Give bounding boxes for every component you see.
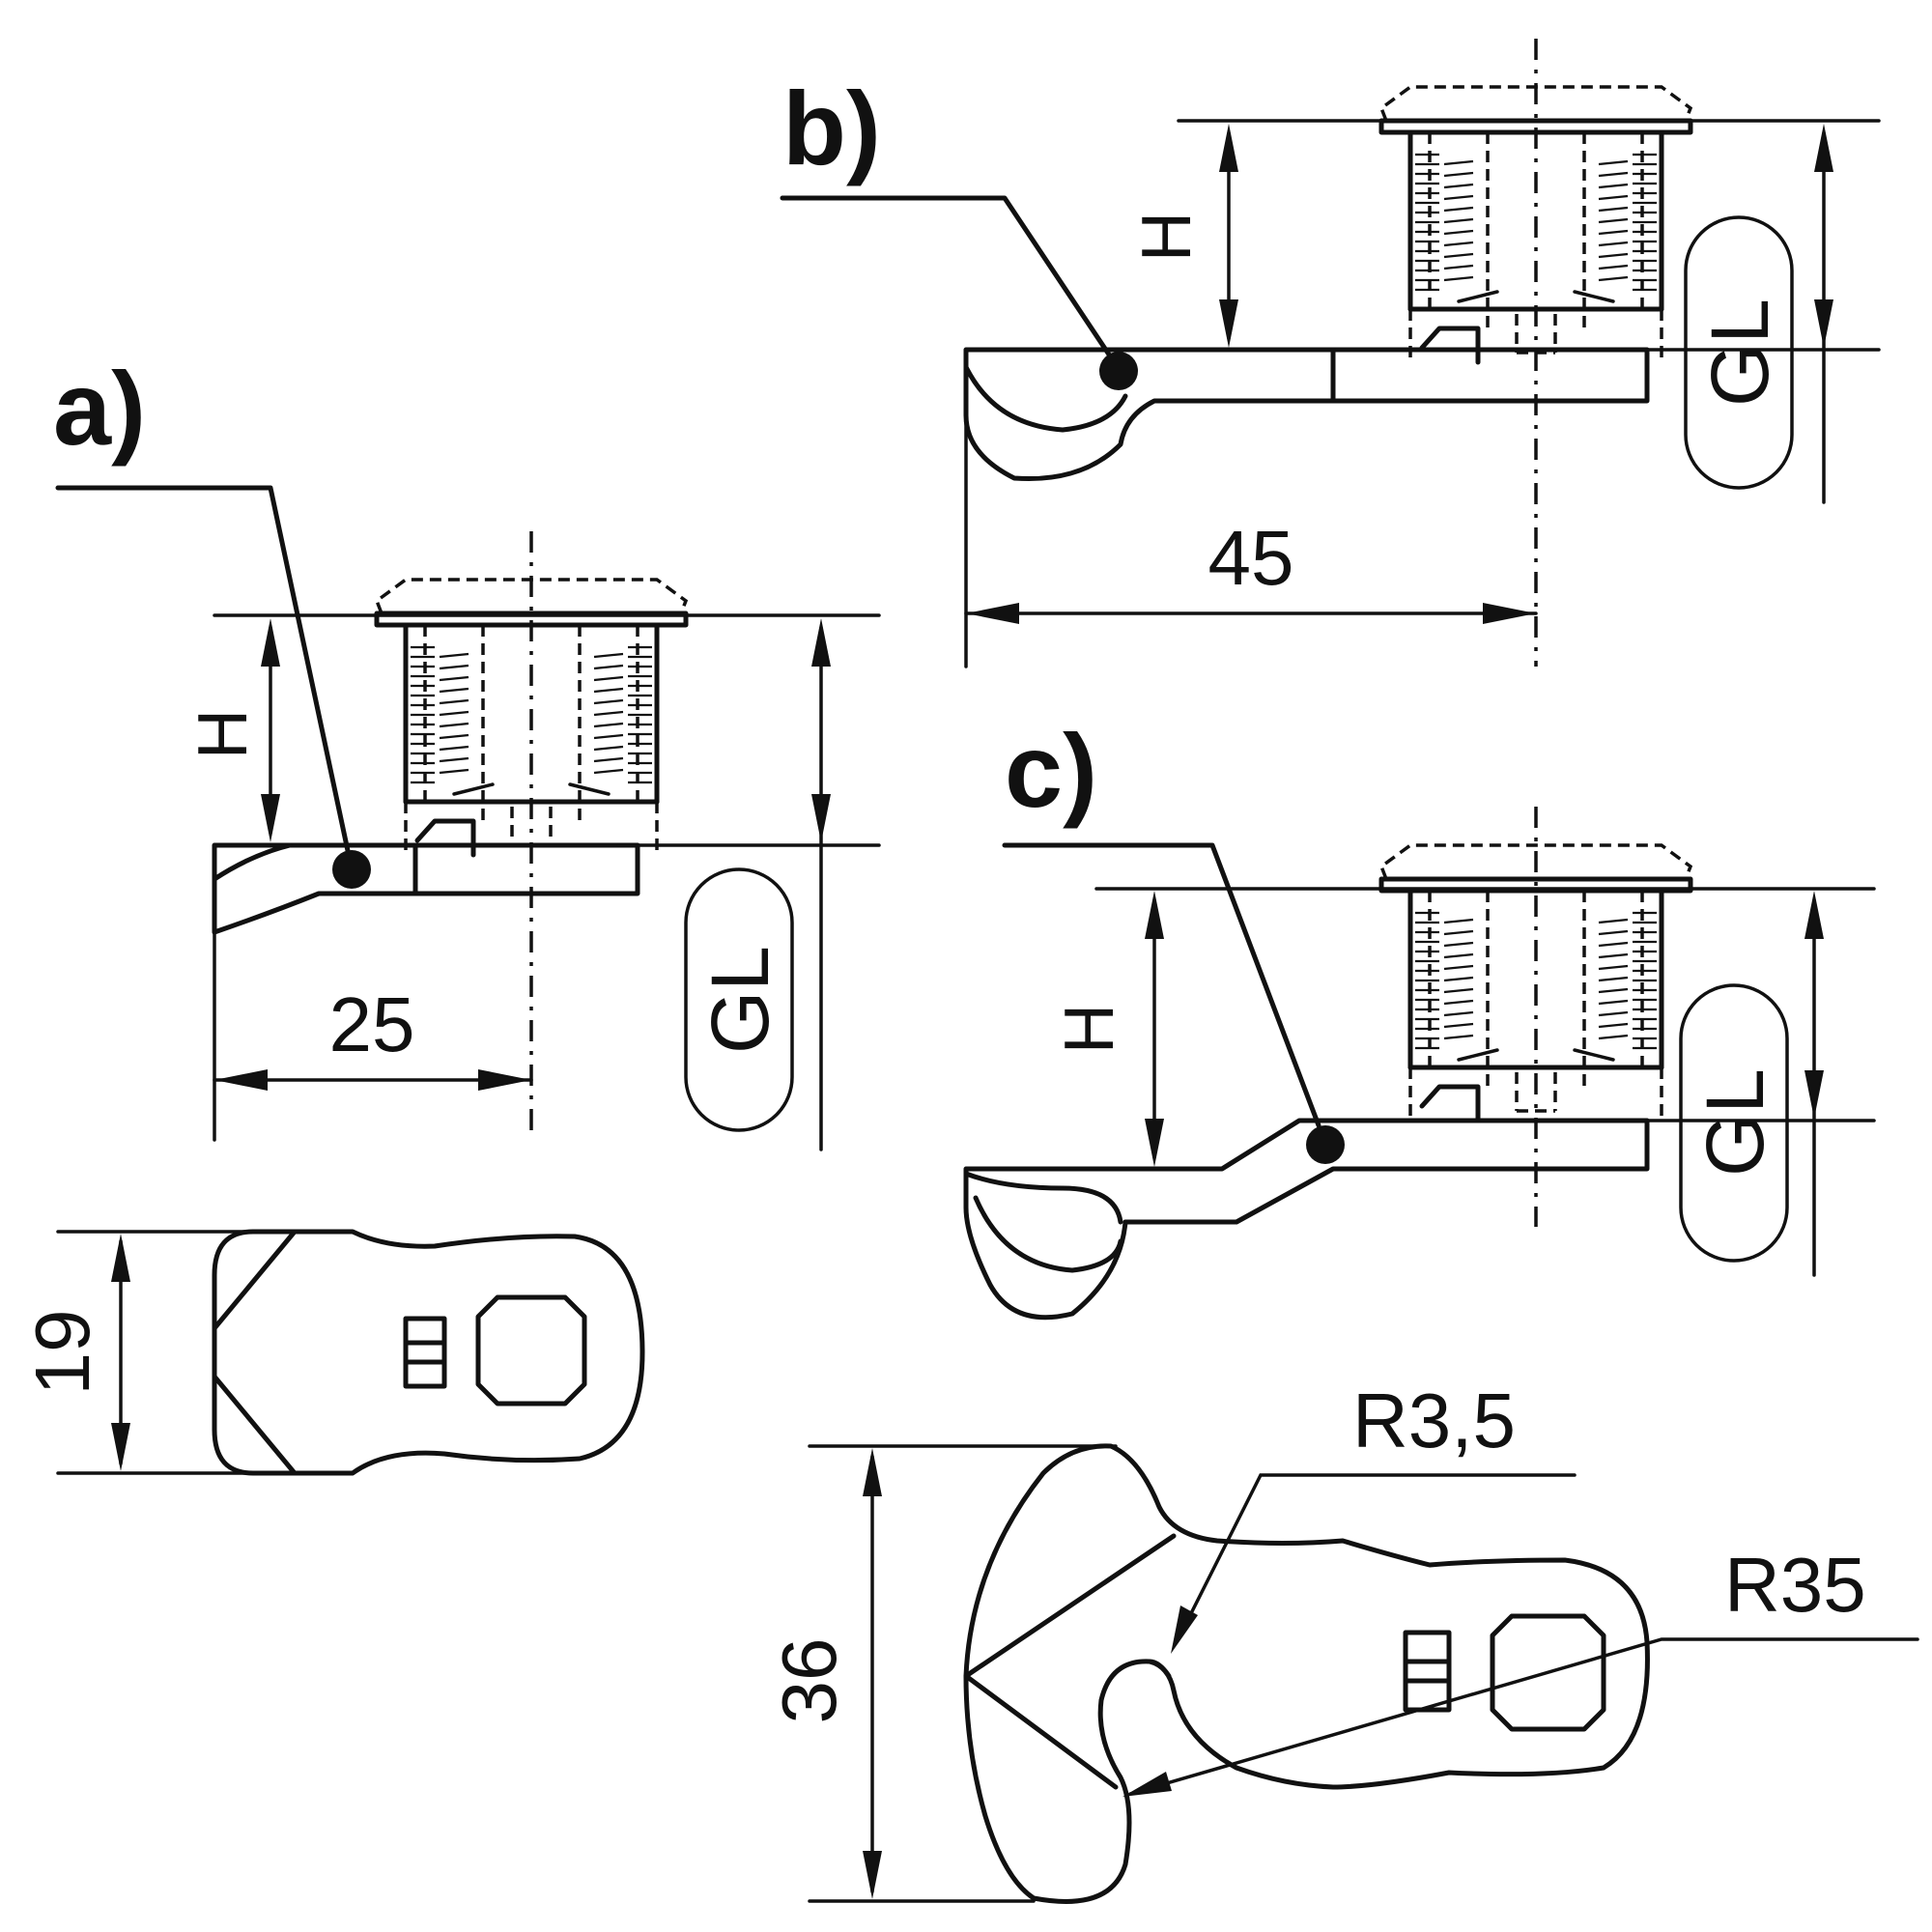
view-a-pivot-dot bbox=[332, 850, 371, 889]
view-b-dim-gl: GL bbox=[1694, 298, 1785, 407]
view-c-cam bbox=[963, 1118, 1650, 1321]
large-square-hole bbox=[1490, 1613, 1606, 1732]
view-c-pivot-dot bbox=[1306, 1125, 1345, 1164]
large-keyway-slot bbox=[1403, 1630, 1452, 1713]
view-c-dim-gl: GL bbox=[1690, 1068, 1780, 1177]
view-c-leader-line bbox=[1002, 842, 1321, 1128]
view-a-gl-frame bbox=[684, 867, 794, 1132]
small-square-hole bbox=[475, 1294, 587, 1406]
view-b-pivot-dot bbox=[1099, 352, 1138, 390]
view-a-cam bbox=[212, 842, 640, 935]
view-c-dim-h: H bbox=[1051, 1004, 1128, 1054]
view-a-label: a) bbox=[53, 350, 146, 467]
view-c: c) H GL bbox=[963, 712, 1876, 1321]
dim-radius-r3-5: R3,5 bbox=[1352, 1378, 1516, 1463]
view-b: b) H GL 45 bbox=[780, 39, 1881, 668]
dim-width-36: 36 bbox=[766, 1638, 852, 1724]
view-a-dim-gl: GL bbox=[695, 946, 785, 1054]
view-b-gl-frame bbox=[1684, 215, 1794, 490]
view-b-leader-line bbox=[780, 195, 1114, 360]
view-c-label: c) bbox=[1005, 712, 1097, 829]
view-a-dim-h: H bbox=[185, 709, 262, 759]
view-a: a) H GL 25 bbox=[53, 350, 881, 1151]
small-keyway-slot bbox=[403, 1316, 447, 1389]
dim-radius-r35: R35 bbox=[1724, 1542, 1866, 1628]
view-b-cam bbox=[963, 347, 1650, 482]
cam-outline-small bbox=[212, 1229, 645, 1476]
view-a-leader-line bbox=[55, 485, 353, 863]
cam-outline-large bbox=[963, 1443, 1650, 1904]
top-view-small: 19 bbox=[19, 1229, 645, 1476]
view-c-gl-frame bbox=[1679, 983, 1789, 1263]
view-b-dim-length: 45 bbox=[1208, 515, 1294, 601]
dim-width-19: 19 bbox=[19, 1310, 105, 1396]
view-a-dim-length: 25 bbox=[329, 981, 415, 1067]
view-b-label: b) bbox=[782, 70, 881, 186]
top-view-large: 36 R3,5 R35 bbox=[766, 1378, 1919, 1904]
view-b-dim-h: H bbox=[1128, 212, 1206, 262]
